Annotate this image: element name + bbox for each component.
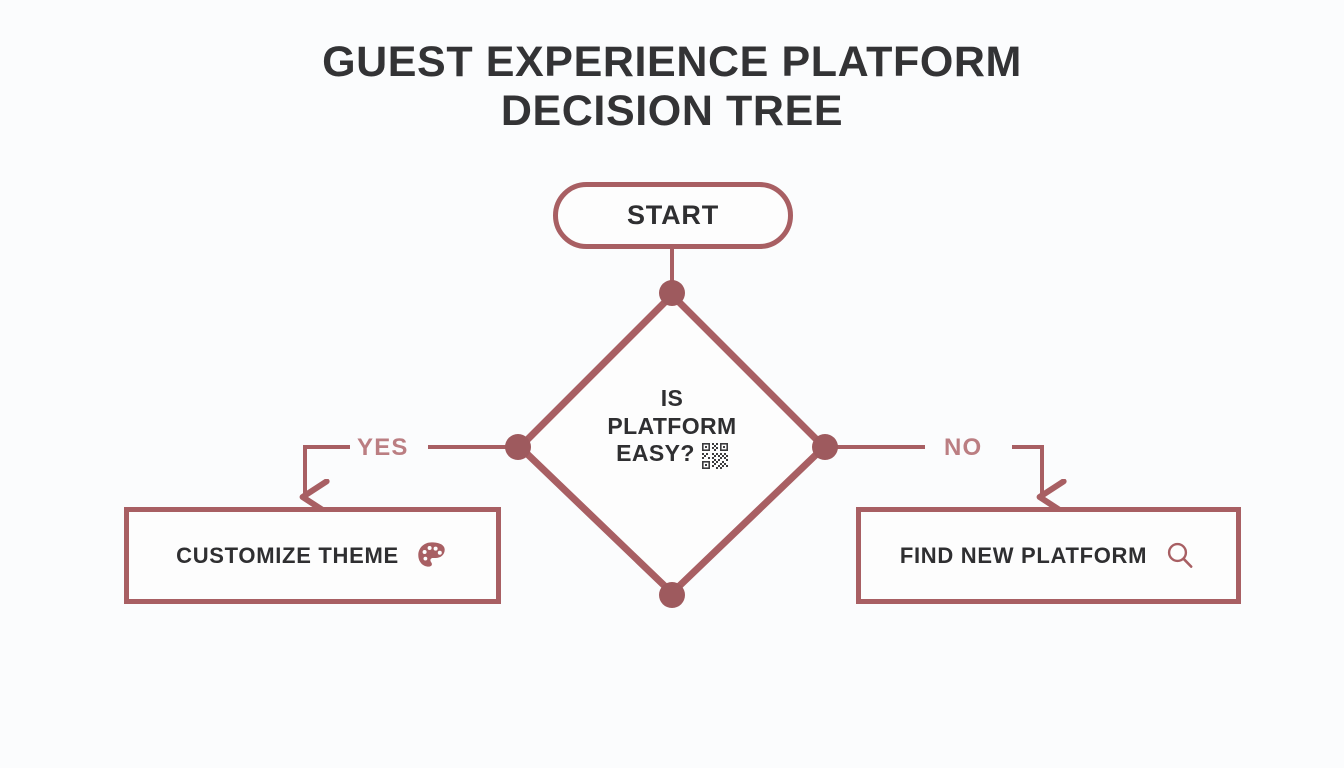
connector-dot-top <box>659 280 685 306</box>
edge-no-segment-outer <box>1012 445 1042 497</box>
node-find-new-platform[interactable]: Find New Platform <box>856 507 1241 604</box>
node-customize-theme[interactable]: Customize Theme <box>124 507 501 604</box>
node-start-label: Start <box>627 200 719 230</box>
page-title: Guest Experience Platform Decision Tree <box>0 38 1344 136</box>
connector-dot-bottom <box>659 582 685 608</box>
edge-yes-segment-outer <box>305 445 350 497</box>
edge-label-yes: Yes <box>357 434 409 461</box>
palette-icon <box>415 539 449 573</box>
node-start[interactable]: Start <box>553 182 793 249</box>
connector-dot-left <box>505 434 531 460</box>
edge-label-no: No <box>944 434 983 461</box>
connector-dot-right <box>812 434 838 460</box>
title-line-1: Guest Experience Platform <box>322 38 1022 86</box>
title-line-2: Decision Tree <box>500 87 844 136</box>
node-find-new-platform-label: Find New Platform <box>899 542 1148 568</box>
node-customize-theme-label: Customize Theme <box>176 542 399 568</box>
magnifier-icon <box>1163 539 1197 573</box>
decision-diamond <box>516 291 828 597</box>
